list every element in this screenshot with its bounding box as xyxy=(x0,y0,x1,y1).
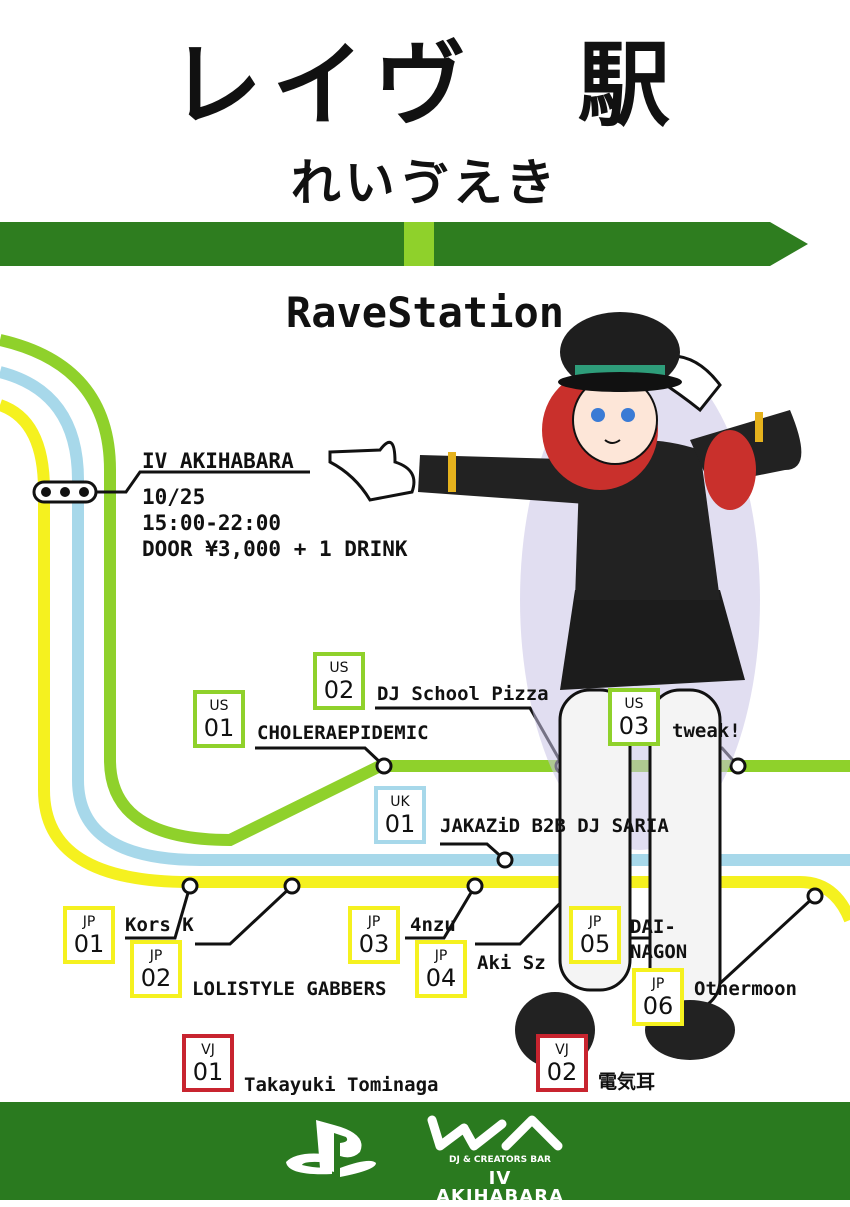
banner-station-marker xyxy=(404,222,434,266)
station-name: レイヴ 駅 xyxy=(169,32,680,139)
badge-jp-01: JP 01 xyxy=(63,906,115,964)
badge-code: US xyxy=(209,698,229,714)
badge-code: JP xyxy=(588,914,602,930)
badge-uk-01: UK 01 xyxy=(374,786,426,844)
badge-number: 04 xyxy=(425,964,457,992)
badge-number: 06 xyxy=(642,992,674,1020)
badge-number: 01 xyxy=(192,1058,224,1086)
dj-name-jp-05: DAI- NAGON xyxy=(630,916,688,963)
badge-jp-02: JP 02 xyxy=(130,940,182,998)
dj-name-us-03: tweak! xyxy=(672,720,741,742)
badge-code: VJ xyxy=(555,1042,569,1058)
event-title: RaveStation xyxy=(285,288,565,337)
badge-number: 01 xyxy=(384,810,416,838)
dj-name-jp-01: Kors K xyxy=(125,914,194,936)
badge-vj-01: VJ 01 xyxy=(182,1034,234,1092)
station-reading: れいゔえき xyxy=(290,154,560,212)
badge-us-01: US 01 xyxy=(193,690,245,748)
venue-name: IV AKIHABARA xyxy=(142,449,294,473)
badge-code: JP xyxy=(82,914,96,930)
line-uk xyxy=(0,366,850,866)
event-time: 15:00-22:00 xyxy=(142,511,282,535)
badge-number: 05 xyxy=(579,930,611,958)
footer-bar xyxy=(0,1102,850,1200)
line-us xyxy=(0,334,850,847)
dj-name-vj-02: 電気耳 xyxy=(598,1071,656,1093)
event-door: DOOR ¥3,000 + 1 DRINK xyxy=(142,537,408,561)
bar-subtitle: DJ & CREATORS BAR xyxy=(449,1155,551,1165)
badge-number: 03 xyxy=(358,930,390,958)
dj-name-us-01: CHOLERAEPIDEMIC xyxy=(257,722,429,744)
badge-code: US xyxy=(329,660,349,676)
event-date: 10/25 xyxy=(142,485,206,509)
line-jp xyxy=(0,399,850,923)
badge-code: JP xyxy=(434,948,448,964)
badge-us-03: US 03 xyxy=(608,688,660,746)
badge-number: 02 xyxy=(140,964,172,992)
conductor-illustration xyxy=(328,312,802,1068)
badge-number: 03 xyxy=(618,712,650,740)
badge-us-02: US 02 xyxy=(313,652,365,710)
venue-leader-line xyxy=(96,470,310,494)
dj-name-jp-06: Othermoon xyxy=(694,978,797,1000)
bar-name: IV AKIHABARA xyxy=(435,1168,564,1207)
badge-code: JP xyxy=(367,914,381,930)
badge-code: JP xyxy=(149,948,163,964)
badge-number: 02 xyxy=(323,676,355,704)
dj-name-uk-01: JAKAZiD B2B DJ SARIA xyxy=(440,815,669,837)
dj-name-jp-04: Aki Sz xyxy=(477,952,546,974)
badge-jp-06: JP 06 xyxy=(632,968,684,1026)
badge-code: UK xyxy=(390,794,410,810)
badge-number: 01 xyxy=(203,714,235,742)
dj-name-jp-03: 4nzu xyxy=(410,914,456,936)
badge-number: 01 xyxy=(73,930,105,958)
venue-station-marker xyxy=(32,480,98,504)
badge-jp-03: JP 03 xyxy=(348,906,400,964)
dj-name-jp-02: LOLISTYLE GABBERS xyxy=(192,978,387,1000)
dj-name-us-02: DJ School Pizza xyxy=(377,683,549,705)
badge-jp-04: JP 04 xyxy=(415,940,467,998)
badge-code: VJ xyxy=(201,1042,215,1058)
badge-code: US xyxy=(624,696,644,712)
dj-name-vj-01: Takayuki Tominaga xyxy=(244,1074,439,1096)
badge-jp-05: JP 05 xyxy=(569,906,621,964)
badge-vj-02: VJ 02 xyxy=(536,1034,588,1092)
badge-number: 02 xyxy=(546,1058,578,1086)
badge-code: JP xyxy=(651,976,665,992)
